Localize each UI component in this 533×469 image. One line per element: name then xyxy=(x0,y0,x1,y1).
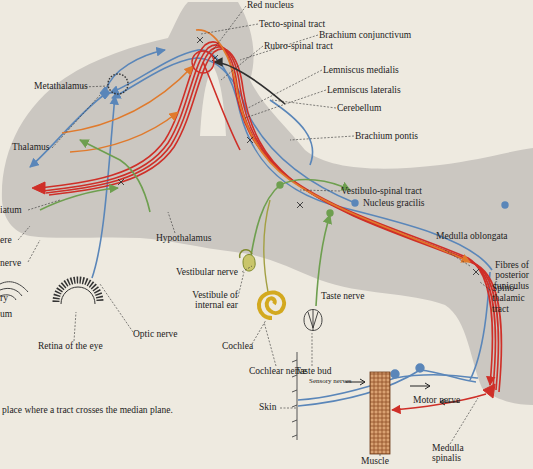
leader-line xyxy=(242,266,252,272)
part-label: Vestibular nerve xyxy=(176,267,238,277)
leader-line xyxy=(264,322,276,366)
part-label: place where a tract crosses the median p… xyxy=(2,405,173,415)
leader-line xyxy=(28,240,40,262)
ganglion xyxy=(416,364,424,372)
leader-line xyxy=(221,46,263,80)
leader-line xyxy=(280,408,296,409)
part-label: Cochlea xyxy=(222,341,253,351)
leader-line xyxy=(272,100,336,108)
part-label: Thalamus xyxy=(12,142,49,152)
nerve-tract xyxy=(49,49,501,392)
part-label: Retina of the eye xyxy=(38,341,103,351)
nerve-tract xyxy=(214,62,285,104)
semicircular-canal xyxy=(240,250,252,258)
crossing-mark xyxy=(118,37,303,208)
muscle-block xyxy=(370,372,390,454)
part-label: Vestibulo-spinal tract xyxy=(341,186,422,196)
leader-line xyxy=(312,333,313,366)
cortex-cell xyxy=(32,182,45,194)
leader-line xyxy=(245,90,326,118)
leader-line xyxy=(28,200,60,210)
nucleus-dot xyxy=(327,210,333,216)
nerve-tract xyxy=(46,47,498,390)
nerve-tract xyxy=(196,30,470,262)
part-label: Cerebellum xyxy=(337,103,381,113)
part-label: Skin xyxy=(259,402,276,412)
red-nucleus xyxy=(192,51,214,73)
part-label: Hypothalamus xyxy=(156,233,211,243)
part-label: Lemniscus medialis xyxy=(323,65,399,75)
nerve-tract xyxy=(250,180,350,262)
cochlear-nerve xyxy=(264,200,270,292)
skin-line xyxy=(292,352,297,440)
leader-line xyxy=(18,226,30,240)
part-label: Red nucleus xyxy=(247,0,294,10)
leader-line xyxy=(480,282,490,290)
part-label: nerve xyxy=(0,258,21,268)
thalamus-cell xyxy=(100,87,110,99)
part-label: Vestibule of internal ear xyxy=(178,290,238,311)
leader-line xyxy=(74,312,76,341)
part-label: Medulla spinalis xyxy=(432,443,476,464)
leader-line xyxy=(100,284,133,332)
part-label: Brachium conjunctivum xyxy=(319,30,411,40)
leader-line xyxy=(445,250,470,266)
nerve-tract xyxy=(40,42,492,385)
part-label: Sensory nerves xyxy=(309,378,352,386)
nerve-tract xyxy=(43,45,495,388)
part-label: Rubro-spinal tract xyxy=(264,41,333,51)
nucleus-dot xyxy=(352,200,358,206)
nucleus-dot xyxy=(502,202,508,208)
leader-line xyxy=(300,190,340,191)
cochlea xyxy=(259,292,284,318)
nerve-tract xyxy=(270,100,313,165)
leader-line xyxy=(201,24,258,34)
part-label: Taste bud xyxy=(295,366,332,376)
nerve-tract xyxy=(80,140,150,212)
part-label: Medulla oblongata xyxy=(436,231,508,241)
leader-line xyxy=(248,70,322,108)
nucleus-dot xyxy=(277,182,283,188)
retina xyxy=(61,287,95,304)
leader-line xyxy=(168,212,175,233)
part-label: Lemniscus lateralis xyxy=(327,85,401,95)
part-label: Nucleus gracilis xyxy=(363,198,424,208)
part-label: Motor nerve xyxy=(413,395,460,405)
nerve-tract xyxy=(62,66,193,133)
part-label: Taste nerve xyxy=(321,291,364,301)
part-label: Brachium pontis xyxy=(355,131,418,141)
motor-cell xyxy=(483,384,495,398)
part-label: Tecto-spinal tract xyxy=(259,19,325,29)
brain-outline xyxy=(2,2,533,405)
leader-line xyxy=(252,320,266,344)
retina xyxy=(56,280,100,302)
part-label: Muscle xyxy=(361,456,389,466)
part-label: ere xyxy=(0,235,12,245)
part-label: Optic nerve xyxy=(133,329,178,339)
leader-line xyxy=(52,95,100,148)
nerve-tract xyxy=(110,50,492,270)
part-label: um xyxy=(0,309,12,319)
part-label: Spino-thalamic tract xyxy=(492,283,532,314)
nerve-tract xyxy=(40,188,118,210)
part-label: iatum xyxy=(0,205,22,215)
nerve-tract xyxy=(70,112,178,152)
leader-line xyxy=(238,272,244,297)
brain-notch xyxy=(200,66,226,136)
ganglion xyxy=(391,370,399,378)
leader-line xyxy=(290,136,354,140)
part-label: Metathalamus xyxy=(34,81,88,91)
crossing-mark xyxy=(473,269,479,275)
part-label: ry xyxy=(0,293,8,303)
leader-line xyxy=(210,6,246,54)
taste-bud xyxy=(304,310,322,331)
leader-line xyxy=(380,454,381,456)
nerve-tract xyxy=(30,95,104,167)
metathalamus xyxy=(108,74,128,94)
nerve-tract xyxy=(106,50,165,90)
vestibule xyxy=(243,255,255,272)
